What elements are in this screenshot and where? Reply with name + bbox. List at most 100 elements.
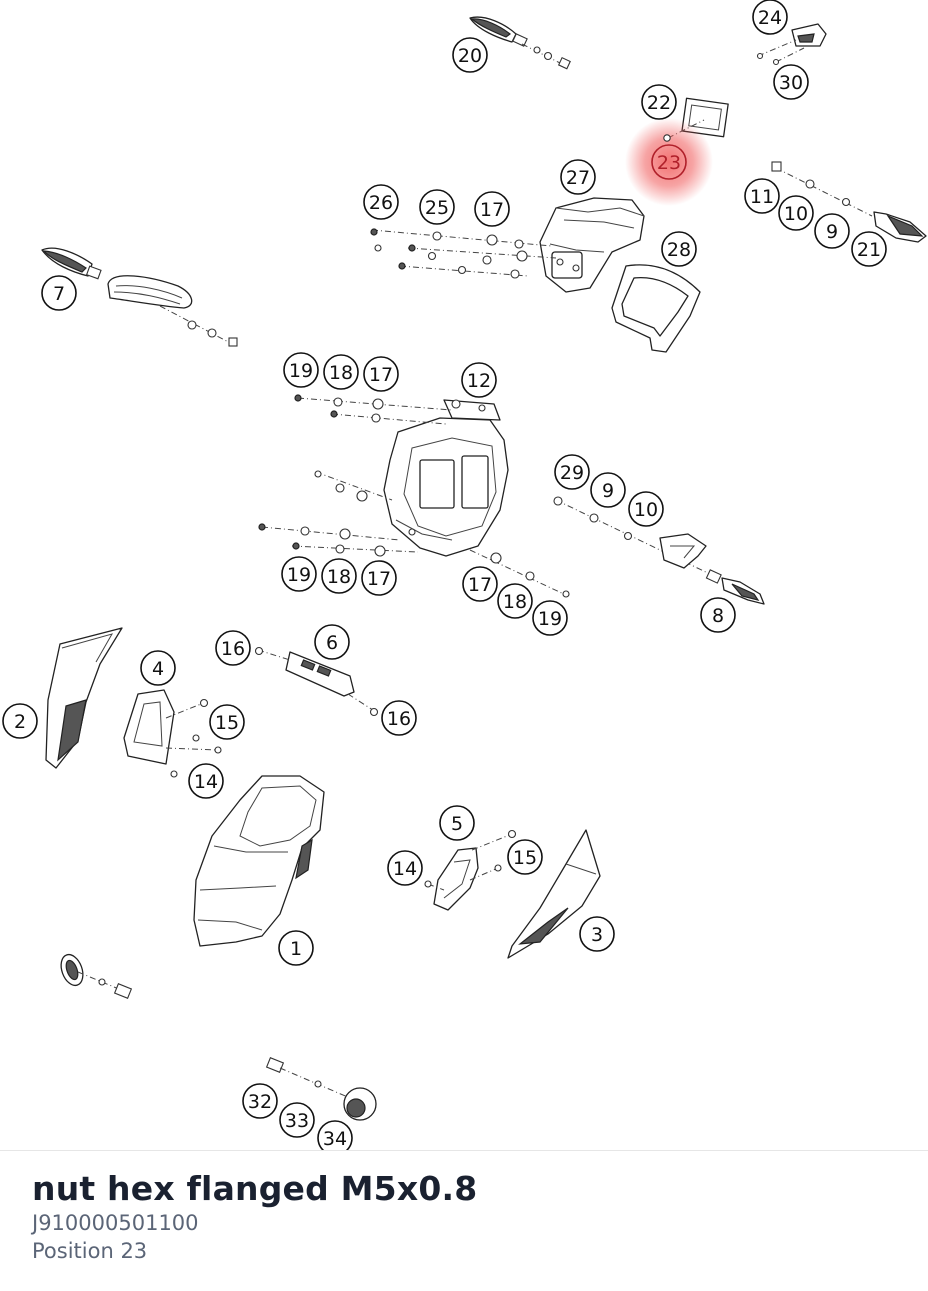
callout-11[interactable]: 11 bbox=[744, 178, 780, 214]
svg-text:32: 32 bbox=[248, 1091, 272, 1113]
callout-18-upper[interactable]: 18 bbox=[323, 354, 359, 390]
license-plate-lamp[interactable] bbox=[756, 23, 827, 66]
turn-signal-front-left[interactable] bbox=[469, 16, 571, 70]
callout-15-left[interactable]: 15 bbox=[209, 704, 245, 740]
svg-text:11: 11 bbox=[750, 186, 774, 208]
callout-16-right[interactable]: 16 bbox=[381, 700, 417, 736]
turn-signal-rear-left[interactable] bbox=[41, 247, 238, 347]
part-number: J910000501100 bbox=[32, 1211, 199, 1235]
turn-signal-front-right[interactable] bbox=[553, 496, 765, 605]
callout-18-lower[interactable]: 18 bbox=[321, 558, 357, 594]
callout-2[interactable]: 2 bbox=[2, 703, 38, 739]
callout-10-top[interactable]: 10 bbox=[778, 195, 814, 231]
callout-19-right[interactable]: 19 bbox=[532, 600, 568, 636]
svg-text:16: 16 bbox=[221, 638, 245, 660]
callout-19-lower[interactable]: 19 bbox=[281, 556, 317, 592]
headlight-bracket-right[interactable] bbox=[424, 829, 517, 911]
part-title: nut hex flanged M5x0.8 bbox=[32, 1169, 478, 1208]
svg-text:28: 28 bbox=[667, 239, 691, 261]
callout-19-upper[interactable]: 19 bbox=[283, 352, 319, 388]
callout-5[interactable]: 5 bbox=[439, 805, 475, 841]
callout-32[interactable]: 32 bbox=[242, 1083, 278, 1119]
callout-23-highlighted[interactable]: 23 bbox=[651, 144, 687, 180]
callout-9-mid[interactable]: 9 bbox=[590, 472, 626, 508]
turn-signal-rear-right[interactable] bbox=[771, 161, 927, 243]
adjuster-knob-lower[interactable] bbox=[57, 952, 133, 999]
svg-text:9: 9 bbox=[602, 480, 614, 502]
callout-14-right[interactable]: 14 bbox=[387, 850, 423, 886]
adjuster-knob-bottom[interactable] bbox=[265, 1057, 377, 1121]
callout-17-lower[interactable]: 17 bbox=[361, 560, 397, 596]
svg-text:27: 27 bbox=[566, 167, 590, 189]
callout-7[interactable]: 7 bbox=[41, 275, 77, 311]
callout-3[interactable]: 3 bbox=[579, 916, 615, 952]
callout-22[interactable]: 22 bbox=[641, 84, 677, 120]
callout-14-left[interactable]: 14 bbox=[188, 763, 224, 799]
svg-text:17: 17 bbox=[367, 568, 391, 590]
callout-34[interactable]: 34 bbox=[317, 1120, 353, 1150]
callout-8[interactable]: 8 bbox=[700, 597, 736, 633]
callout-17-upper[interactable]: 17 bbox=[363, 356, 399, 392]
svg-text:1: 1 bbox=[290, 938, 302, 960]
callout-15-right[interactable]: 15 bbox=[507, 839, 543, 875]
callout-12[interactable]: 12 bbox=[461, 362, 497, 398]
callout-17-right[interactable]: 17 bbox=[462, 566, 498, 602]
svg-text:22: 22 bbox=[647, 92, 671, 114]
callout-25[interactable]: 25 bbox=[419, 189, 455, 225]
svg-text:26: 26 bbox=[369, 192, 393, 214]
part-position: Position 23 bbox=[32, 1239, 148, 1263]
svg-text:18: 18 bbox=[329, 362, 353, 384]
callout-10-mid[interactable]: 10 bbox=[628, 491, 664, 527]
svg-text:5: 5 bbox=[451, 813, 463, 835]
svg-text:29: 29 bbox=[560, 462, 584, 484]
tail-light-frame[interactable] bbox=[611, 264, 701, 353]
svg-text:18: 18 bbox=[327, 566, 351, 588]
svg-text:14: 14 bbox=[194, 771, 218, 793]
mounting-strip[interactable] bbox=[254, 646, 379, 717]
svg-text:16: 16 bbox=[387, 708, 411, 730]
exploded-parts-diagram: 20 24 30 22 23 27 26 25 17 11 10 9 21 28… bbox=[2, 0, 927, 1150]
svg-text:9: 9 bbox=[826, 221, 838, 243]
callout-28[interactable]: 28 bbox=[661, 231, 697, 267]
svg-text:18: 18 bbox=[503, 591, 527, 613]
svg-text:12: 12 bbox=[467, 370, 491, 392]
tail-light-hardware[interactable] bbox=[370, 228, 557, 279]
callout-18-right[interactable]: 18 bbox=[497, 583, 533, 619]
callout-9-top[interactable]: 9 bbox=[814, 213, 850, 249]
highlight-glow bbox=[625, 118, 713, 206]
callout-6[interactable]: 6 bbox=[314, 624, 350, 660]
part-info-panel: nut hex flanged M5x0.8 J910000501100 Pos… bbox=[0, 1150, 928, 1291]
side-panel-left[interactable] bbox=[45, 627, 123, 769]
headlight-bracket-left[interactable] bbox=[123, 689, 222, 778]
svg-text:17: 17 bbox=[369, 364, 393, 386]
tail-light-assembly[interactable] bbox=[539, 197, 645, 293]
svg-text:17: 17 bbox=[480, 199, 504, 221]
svg-text:7: 7 bbox=[53, 283, 65, 305]
center-mounting-bracket[interactable] bbox=[383, 399, 509, 557]
callout-24[interactable]: 24 bbox=[752, 0, 788, 35]
side-panel-right[interactable] bbox=[507, 829, 601, 959]
callout-4[interactable]: 4 bbox=[140, 650, 176, 686]
svg-text:15: 15 bbox=[513, 847, 537, 869]
callout-21[interactable]: 21 bbox=[851, 231, 887, 267]
callout-30[interactable]: 30 bbox=[773, 64, 809, 100]
callout-26[interactable]: 26 bbox=[363, 184, 399, 220]
svg-text:8: 8 bbox=[712, 605, 724, 627]
svg-text:2: 2 bbox=[14, 711, 26, 733]
center-bracket-hardware[interactable] bbox=[258, 394, 570, 598]
svg-text:19: 19 bbox=[538, 608, 562, 630]
callout-1[interactable]: 1 bbox=[278, 930, 314, 966]
svg-text:25: 25 bbox=[425, 197, 449, 219]
svg-text:30: 30 bbox=[779, 72, 803, 94]
svg-text:19: 19 bbox=[289, 360, 313, 382]
callout-29[interactable]: 29 bbox=[554, 454, 590, 490]
callout-33[interactable]: 33 bbox=[279, 1102, 315, 1138]
svg-text:19: 19 bbox=[287, 564, 311, 586]
callout-20[interactable]: 20 bbox=[452, 37, 488, 73]
headlight[interactable] bbox=[193, 775, 325, 947]
svg-text:21: 21 bbox=[857, 239, 881, 261]
callout-16-left[interactable]: 16 bbox=[215, 630, 251, 666]
hex-flanged-nut-23[interactable] bbox=[663, 134, 671, 142]
callout-27[interactable]: 27 bbox=[560, 159, 596, 195]
callout-17-top[interactable]: 17 bbox=[474, 191, 510, 227]
